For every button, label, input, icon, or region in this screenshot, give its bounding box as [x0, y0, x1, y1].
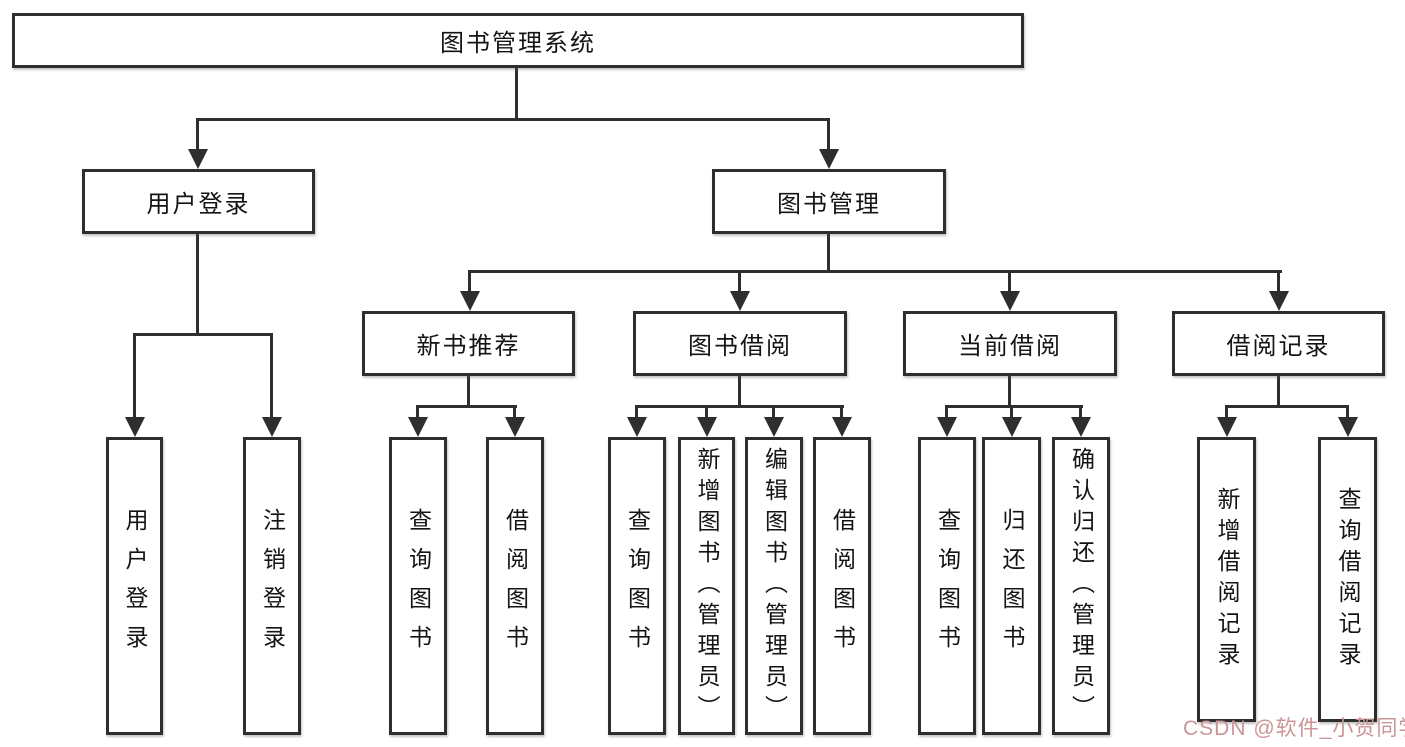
arrow-down-icon — [999, 270, 1020, 311]
arrow-down-icon — [818, 118, 839, 169]
node-label: 借阅图书 — [829, 508, 856, 664]
node-new-book-recommendation: 新书推荐 — [362, 311, 575, 376]
arrow-down-icon — [1337, 405, 1358, 437]
connector-line — [635, 405, 844, 408]
node-query-books-borrowing: 查询图书 — [608, 437, 666, 735]
connector-line — [1225, 405, 1349, 408]
connector-line — [196, 234, 199, 335]
node-label: 确认归还（管理员） — [1068, 446, 1095, 726]
arrow-down-icon — [124, 333, 145, 437]
arrow-down-icon — [1216, 405, 1237, 437]
connector-line — [467, 376, 470, 407]
node-label: 新书推荐 — [416, 333, 521, 360]
arrow-down-icon — [407, 405, 428, 437]
node-add-borrow-record: 新增借阅记录 — [1197, 437, 1256, 722]
node-label: 图书管理系统 — [440, 30, 596, 57]
connector-line — [1277, 376, 1280, 407]
arrow-down-icon — [1070, 405, 1091, 437]
node-query-books-current: 查询图书 — [918, 437, 976, 735]
arrow-down-icon — [936, 405, 957, 437]
node-edit-books-admin: 编辑图书（管理员） — [745, 437, 803, 735]
node-label: 查询图书 — [405, 508, 432, 664]
arrow-down-icon — [459, 270, 480, 311]
node-label: 新增借阅记录 — [1214, 486, 1240, 673]
node-label: 注销登录 — [259, 508, 286, 664]
node-borrow-books-recommend: 借阅图书 — [486, 437, 544, 735]
node-label: 查询图书 — [934, 508, 961, 664]
node-label: 编辑图书（管理员） — [761, 446, 788, 726]
node-add-books-admin: 新增图书（管理员） — [678, 437, 735, 735]
arrow-down-icon — [729, 270, 750, 311]
node-current-borrowing: 当前借阅 — [903, 311, 1117, 376]
node-book-management: 图书管理 — [712, 169, 946, 234]
connector-line — [468, 270, 1282, 273]
arrow-down-icon — [1268, 270, 1289, 311]
arrow-down-icon — [626, 405, 647, 437]
node-query-books-recommend: 查询图书 — [389, 437, 447, 735]
node-label: 图书借阅 — [688, 333, 792, 360]
connector-line — [1008, 376, 1011, 407]
node-label: 图书管理 — [777, 191, 881, 218]
connector-line — [945, 405, 1083, 408]
connector-line — [827, 234, 830, 272]
arrow-down-icon — [187, 118, 208, 169]
connector-line — [196, 118, 830, 121]
node-label: 查询图书 — [624, 508, 651, 664]
node-borrow-books-leaf: 借阅图书 — [813, 437, 871, 735]
node-confirm-return-admin: 确认归还（管理员） — [1052, 437, 1110, 735]
node-logout-leaf: 注销登录 — [243, 437, 301, 735]
connector-line — [738, 376, 741, 407]
connector-line — [133, 333, 273, 336]
node-label: 用户登录 — [146, 191, 251, 218]
watermark: CSDN @软件_小贺同学 — [1183, 717, 1405, 740]
node-label: 查询借阅记录 — [1335, 486, 1361, 673]
node-user-login-leaf: 用户登录 — [106, 437, 163, 735]
arrow-down-icon — [1001, 405, 1022, 437]
node-query-borrow-record: 查询借阅记录 — [1318, 437, 1377, 722]
arrow-down-icon — [696, 405, 717, 437]
node-label: 借阅记录 — [1226, 333, 1331, 360]
node-return-books: 归还图书 — [982, 437, 1041, 735]
node-label: 当前借阅 — [958, 333, 1062, 360]
node-label: 归还图书 — [999, 508, 1025, 664]
arrow-down-icon — [831, 405, 852, 437]
connector-line — [515, 68, 518, 119]
node-library-management-system: 图书管理系统 — [12, 13, 1024, 68]
connector-line — [416, 405, 517, 408]
node-book-borrowing: 图书借阅 — [633, 311, 847, 376]
node-label: 新增图书（管理员） — [694, 446, 720, 726]
node-user-login: 用户登录 — [82, 169, 315, 234]
arrow-down-icon — [261, 333, 282, 437]
node-label: 借阅图书 — [502, 508, 529, 664]
node-label: 用户登录 — [122, 508, 148, 664]
arrow-down-icon — [504, 405, 525, 437]
arrow-down-icon — [763, 405, 784, 437]
node-borrowing-records: 借阅记录 — [1172, 311, 1385, 376]
